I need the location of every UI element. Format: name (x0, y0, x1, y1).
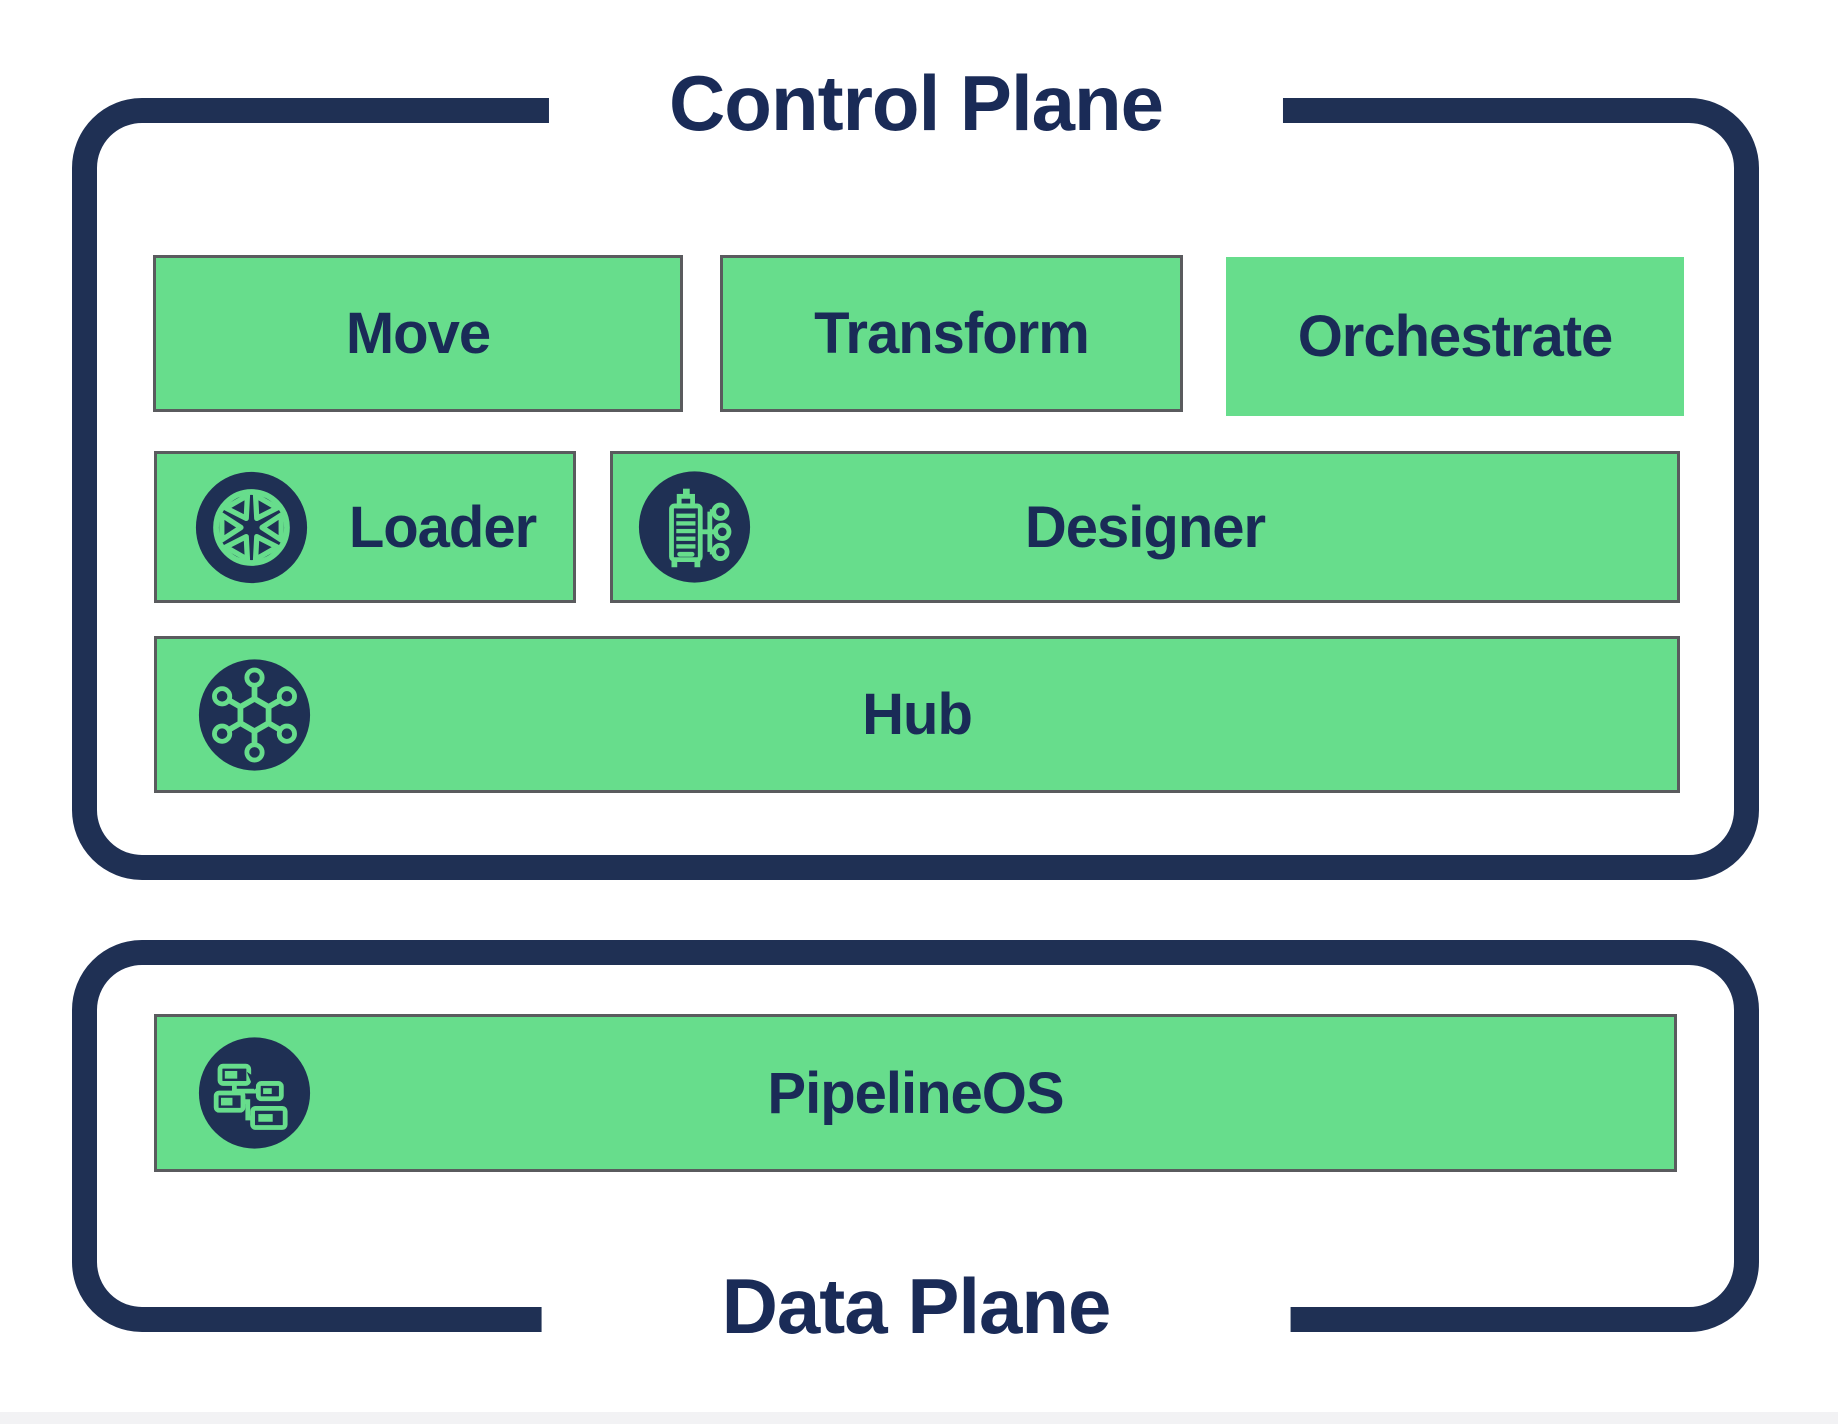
box-orchestrate-label: Orchestrate (1297, 304, 1614, 369)
hub-network-icon (198, 658, 311, 771)
box-transform-label: Transform (814, 301, 1090, 366)
box-hub: Hub (154, 636, 1680, 793)
box-designer: Designer (610, 451, 1680, 603)
bottom-edge-strip (0, 1412, 1838, 1424)
box-designer-label: Designer (1024, 494, 1266, 560)
data-plane-title: Data Plane (541, 1266, 1291, 1346)
box-pipelineos: PipelineOS (154, 1014, 1677, 1172)
control-plane-title: Control Plane (548, 63, 1284, 143)
box-move-label: Move (345, 301, 491, 366)
box-move: Move (153, 255, 683, 412)
box-loader-label: Loader (348, 494, 537, 560)
box-hub-label: Hub (862, 682, 973, 747)
designer-stack-icon (638, 471, 751, 583)
box-orchestrate: Orchestrate (1226, 257, 1684, 416)
pipeline-flowchart-icon (198, 1037, 311, 1149)
box-loader: Loader (154, 451, 576, 603)
box-pipelineos-label: PipelineOS (767, 1060, 1064, 1126)
box-transform: Transform (720, 255, 1183, 412)
loader-reel-icon (195, 471, 307, 583)
